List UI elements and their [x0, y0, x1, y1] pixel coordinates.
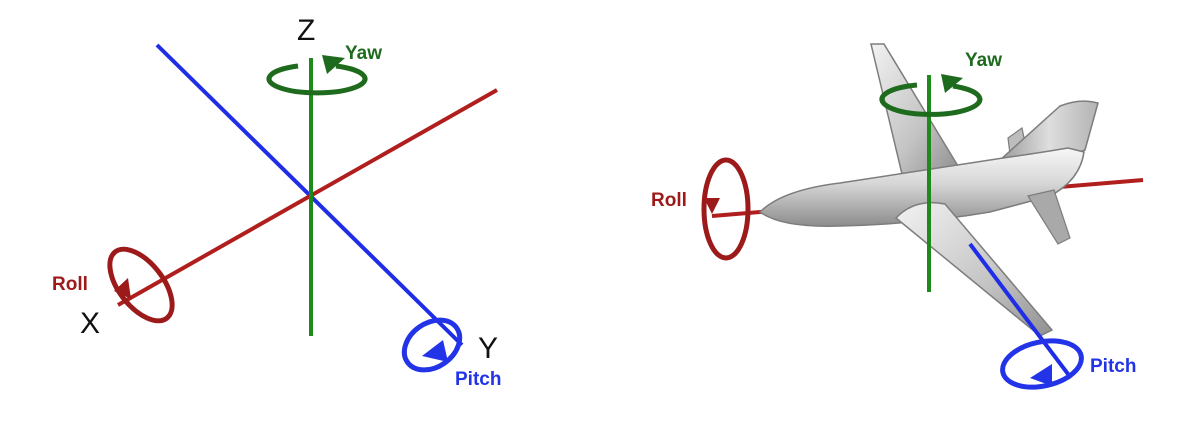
roll-rotation-icon	[107, 246, 175, 324]
aircraft-yaw-rotation-icon	[879, 74, 983, 117]
yaw-rotation-icon	[266, 55, 368, 96]
aircraft-panel: Yaw Roll Pitch	[651, 43, 1144, 390]
aircraft-roll-label: Roll	[651, 190, 687, 211]
roll-label: Roll	[52, 274, 88, 295]
aircraft-roll-rotation-icon	[701, 157, 751, 261]
aircraft-pitch-rotation-icon	[1000, 338, 1084, 390]
x-axis-label: X	[80, 307, 100, 340]
aircraft-yaw-label: Yaw	[965, 50, 1002, 71]
x-axis-line	[117, 88, 498, 307]
aircraft-pitch-label: Pitch	[1090, 356, 1136, 377]
pitch-label: Pitch	[455, 369, 501, 390]
pitch-axis-line	[968, 242, 1073, 380]
z-axis-label: Z	[297, 14, 315, 47]
yaw-label: Yaw	[345, 43, 382, 64]
pitch-rotation-icon	[401, 317, 463, 373]
aircraft-icon	[758, 43, 1099, 337]
y-axis-label: Y	[478, 332, 498, 365]
axes-panel: Z Yaw Roll X Y Pitch	[52, 14, 501, 390]
